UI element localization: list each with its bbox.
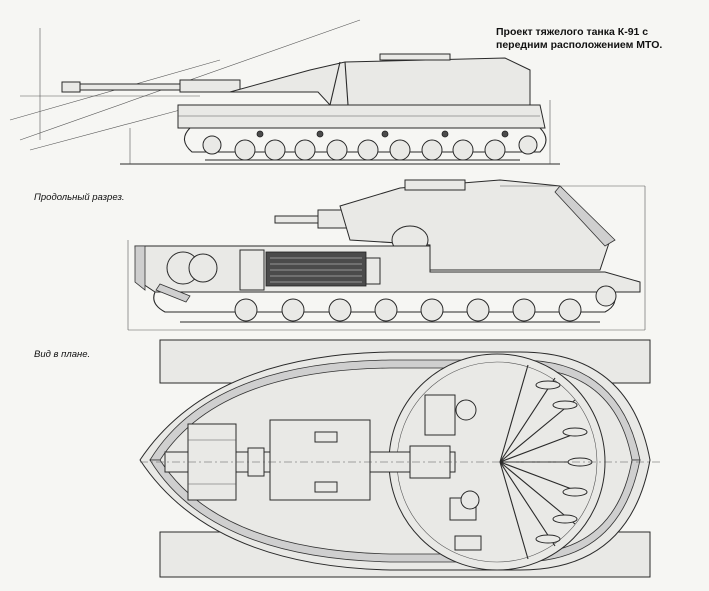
engine-fins [270,257,362,283]
section-road-wheels [234,285,617,322]
title-line-1: Проект тяжелого танка К-91 с [496,26,649,38]
plan-view-caption: Вид в плане. [34,349,91,360]
ammunition-rack [499,364,593,560]
side-return-rollers [256,130,509,138]
drawing-title: Проект тяжелого танка К-91 с передним ра… [496,26,701,52]
side-road-wheels [202,135,538,161]
plan-view [139,339,660,578]
longitudinal-section [127,179,646,331]
side-view [9,19,560,165]
title-line-2: передним расположением МТО. [496,39,663,51]
longitudinal-section-caption: Продольный разрез. [34,192,125,203]
